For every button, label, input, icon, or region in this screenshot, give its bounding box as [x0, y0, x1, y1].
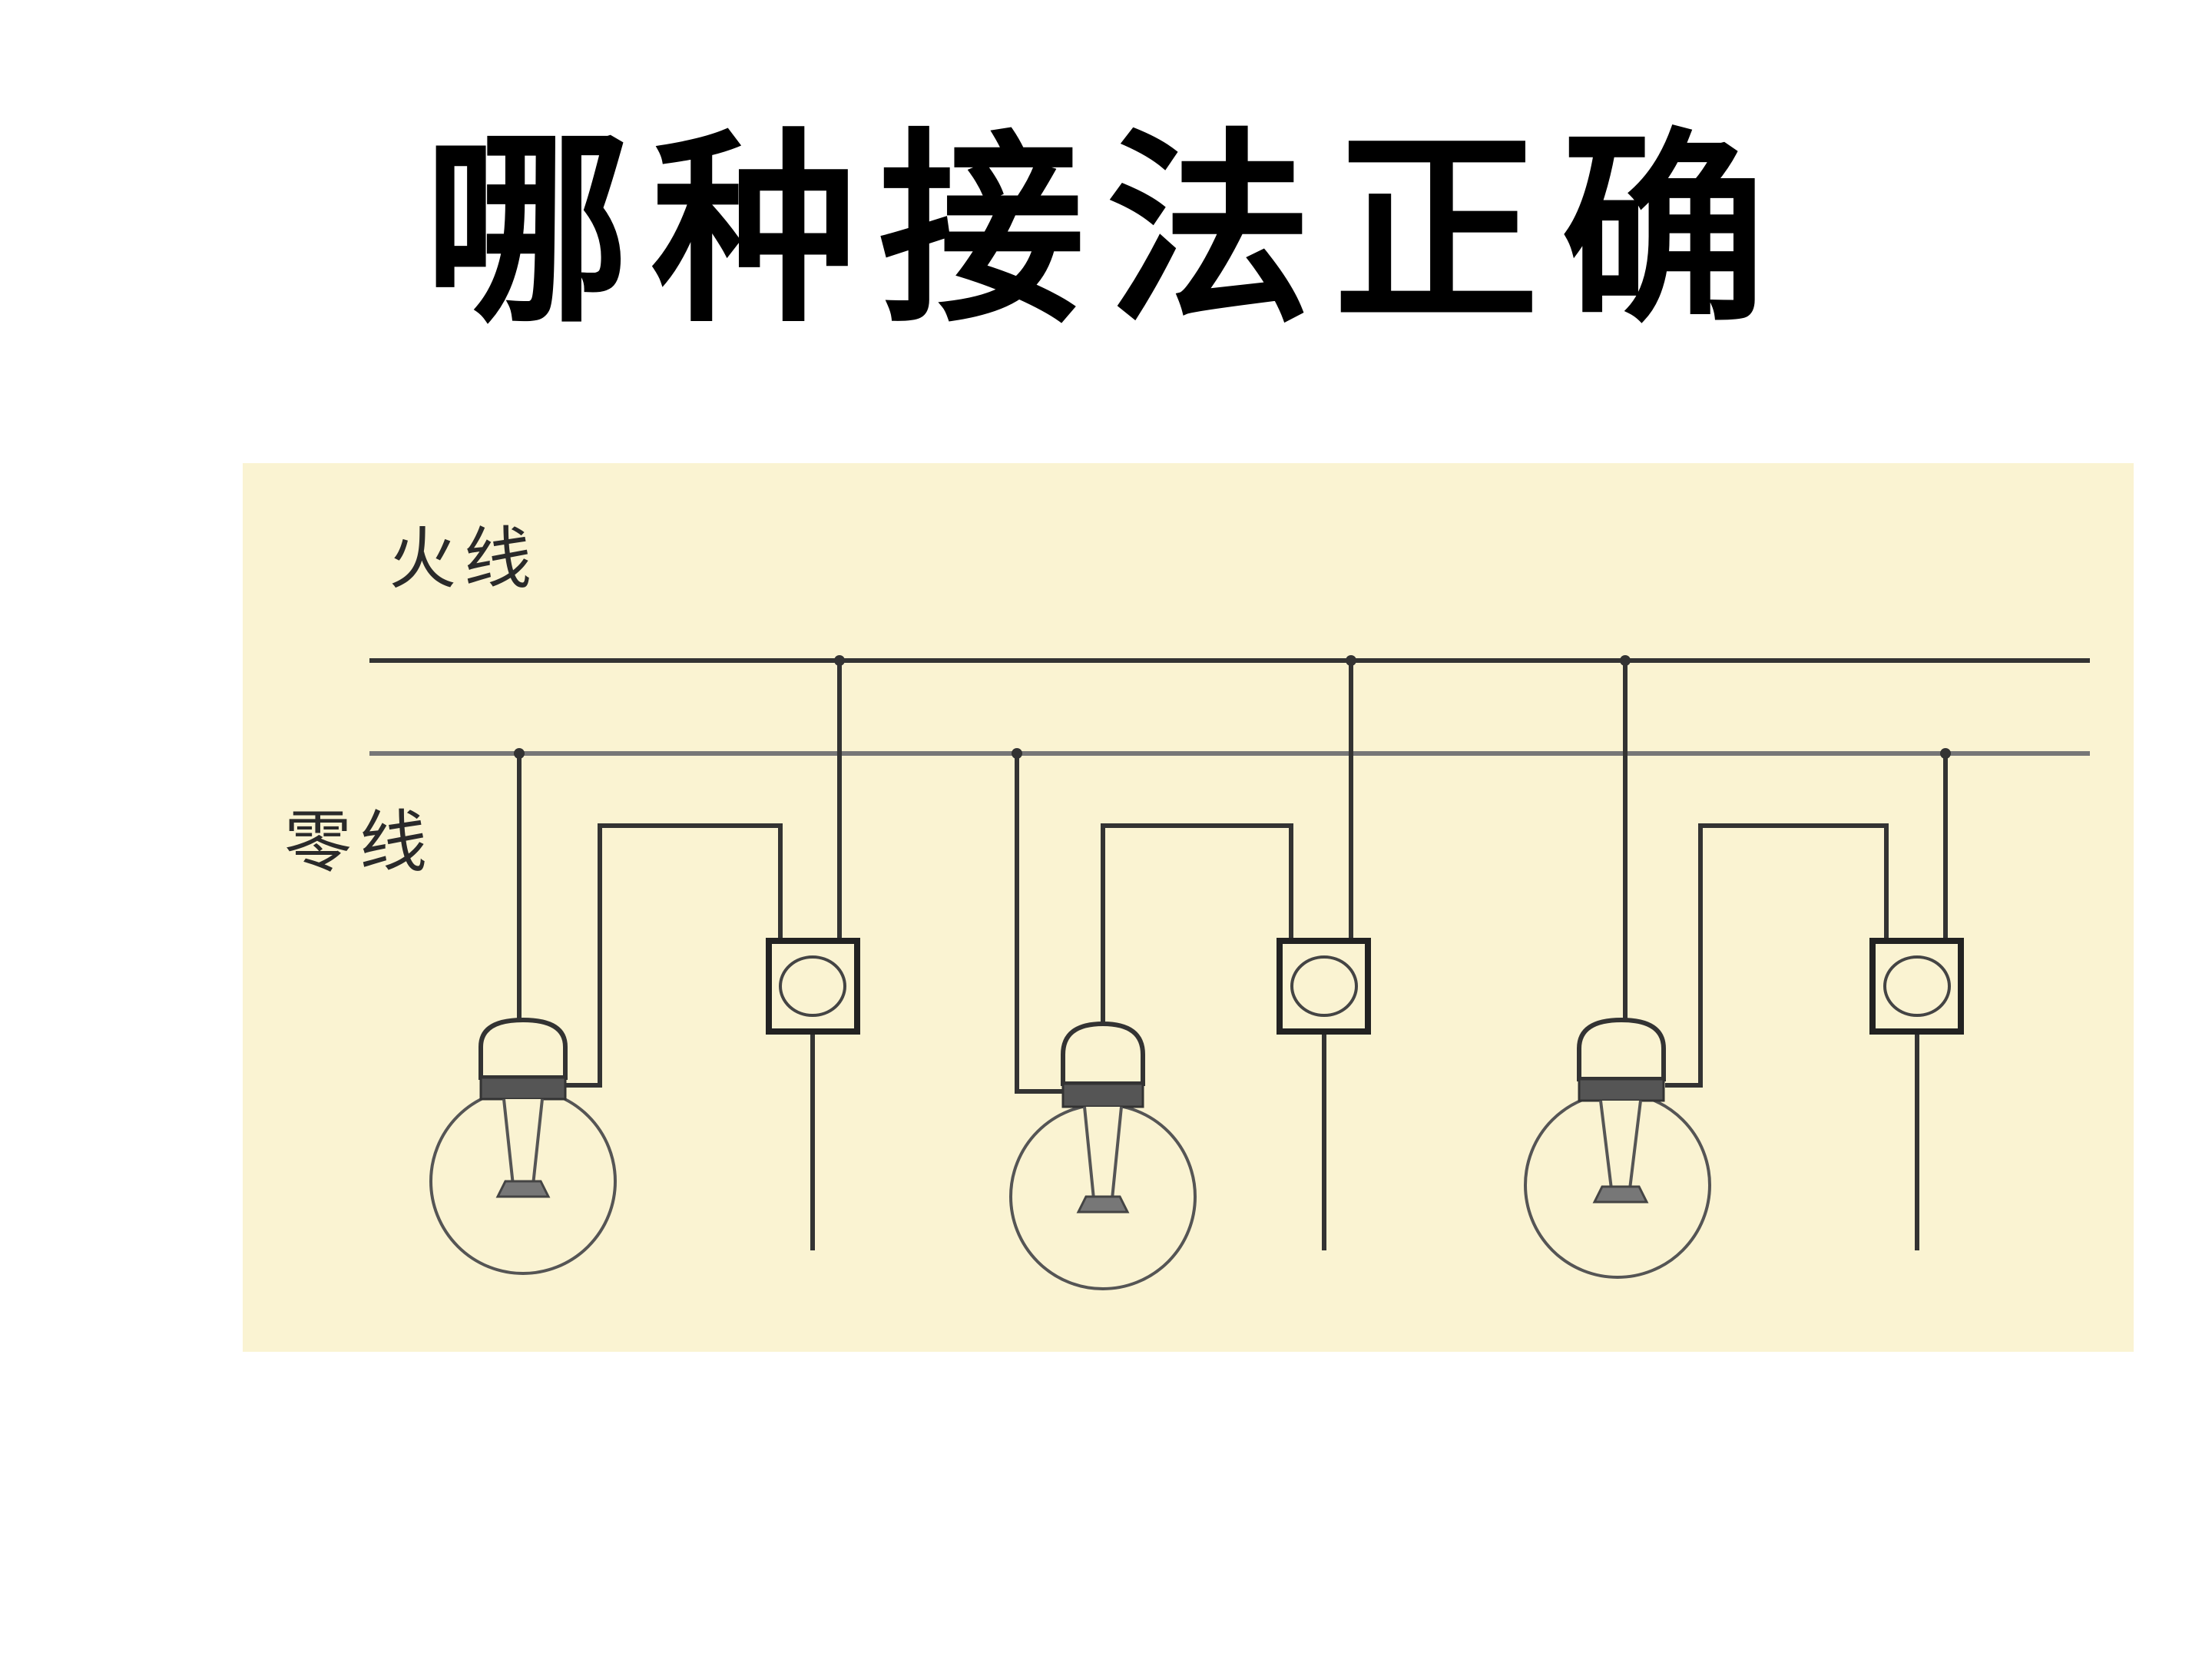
wiring-diagram-svg: 火线 零线: [243, 463, 2134, 1352]
switch-box-icon: [1277, 938, 1371, 1035]
lamp-to-switch-wire: [1101, 823, 1293, 1070]
wiring-diagram: 火线 零线: [243, 463, 2134, 1352]
circuit-2: [1009, 655, 1371, 1290]
bulb-icon: [1524, 1017, 1711, 1279]
switch-box-icon: [766, 938, 860, 1035]
bulb-icon: [429, 1017, 617, 1275]
circuit-1: [429, 655, 860, 1275]
diagram-background: [243, 463, 2134, 1352]
bulb-icon: [1009, 1021, 1197, 1290]
circuit-3: [1524, 655, 1964, 1279]
slide-title: 哪种接法正确: [424, 109, 1788, 351]
lamp-to-switch-wire: [1665, 823, 1889, 1088]
neutral-wire-label: 零线: [284, 803, 435, 882]
live-wire-label: 火线: [389, 519, 539, 598]
neutral-to-lamp-wire: [1015, 753, 1063, 1094]
lamp-to-switch-wire: [559, 823, 783, 1088]
switch-box-icon: [1869, 938, 1964, 1035]
